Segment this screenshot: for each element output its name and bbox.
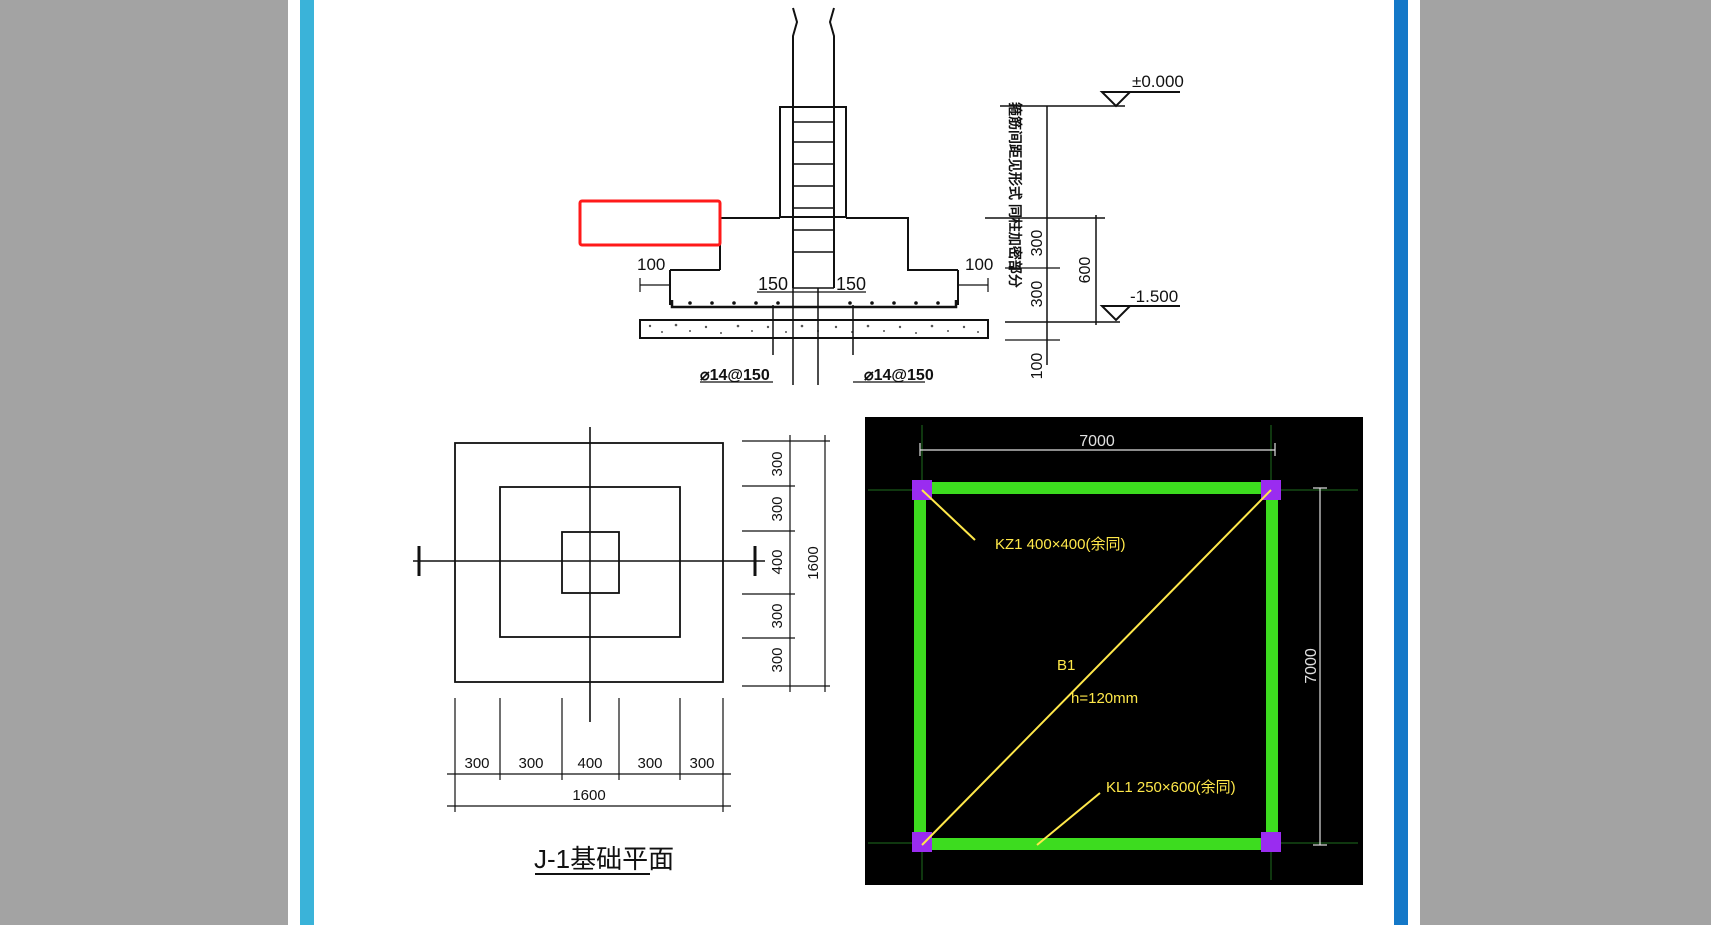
plan-bottom-dim-3: 400 bbox=[577, 755, 602, 772]
level-marker-bottom bbox=[1099, 305, 1133, 322]
plan-bottom-dim-1: 300 bbox=[464, 755, 489, 772]
dim-300-upper: 300 bbox=[1029, 230, 1046, 257]
dim-right-100: 100 bbox=[965, 255, 993, 274]
beam-top bbox=[914, 482, 1278, 494]
frame-labels: KZ1 400×400(余同) B1 h=120mm KL1 250×600(余… bbox=[995, 535, 1236, 796]
level-top-label: ±0.000 bbox=[1132, 72, 1184, 91]
plan-bottom-dim-5: 300 bbox=[689, 755, 714, 772]
slab-diagonal bbox=[921, 489, 1272, 846]
footing-step-left bbox=[719, 217, 780, 270]
level-marker-top bbox=[1099, 91, 1133, 108]
frame-beams bbox=[914, 482, 1278, 850]
dim-left-100: 100 bbox=[637, 255, 665, 274]
column-left-line bbox=[792, 7, 799, 108]
plan-right-total: 1600 bbox=[805, 546, 822, 579]
frame-plan: KZ1 400×400(余同) B1 h=120mm KL1 250×600(余… bbox=[865, 417, 1363, 885]
plan-right-dim-3: 400 bbox=[769, 549, 786, 574]
frame-top-dim: 7000 bbox=[1079, 433, 1115, 450]
highlight-box[interactable] bbox=[578, 199, 722, 247]
foundation-plan bbox=[413, 427, 830, 875]
column-right-line bbox=[828, 7, 835, 108]
beam-left bbox=[914, 482, 926, 850]
plan-bottom-total: 1600 bbox=[572, 787, 605, 804]
pedestal bbox=[779, 106, 847, 218]
plan-right-dim-4: 300 bbox=[769, 603, 786, 628]
blinding-hatch bbox=[648, 323, 979, 334]
level-bottom-label: -1.500 bbox=[1130, 287, 1178, 306]
column-leader bbox=[921, 489, 976, 541]
slab-label: B1 bbox=[1057, 657, 1075, 674]
beam-right bbox=[1266, 482, 1278, 850]
left-accent-bar bbox=[300, 0, 314, 925]
plan-right-dim-1: 300 bbox=[769, 451, 786, 476]
foundation-section bbox=[639, 7, 1180, 385]
plan-labels: 300 300 400 300 300 1600 300 300 400 300… bbox=[464, 451, 822, 874]
right-accent-bar bbox=[1394, 0, 1408, 925]
stirrups bbox=[793, 121, 834, 253]
frame-dim-labels: 7000 7000 bbox=[1079, 433, 1320, 684]
dim-left-150: 150 bbox=[758, 274, 788, 294]
dim-600: 600 bbox=[1077, 257, 1094, 284]
plan-bottom-dim-2: 300 bbox=[518, 755, 543, 772]
footing-outline-outer bbox=[454, 442, 724, 683]
column-label: KZ1 400×400(余同) bbox=[995, 535, 1125, 553]
dim-100-bottom: 100 bbox=[1029, 353, 1046, 380]
footing-step-right bbox=[846, 217, 958, 271]
rebar-right-label: ⌀14@150 bbox=[864, 367, 934, 384]
frame-leaders bbox=[921, 489, 1272, 846]
slab-thickness-label: h=120mm bbox=[1071, 690, 1138, 707]
blinding-layer bbox=[639, 319, 989, 339]
column-br bbox=[1261, 832, 1281, 852]
beam-label: KL1 250×600(余同) bbox=[1106, 778, 1236, 796]
plan-bottom-dim-4: 300 bbox=[637, 755, 662, 772]
frame-right-dim: 7000 bbox=[1303, 648, 1320, 684]
rebar-dots bbox=[688, 301, 940, 305]
rebar-left-label: ⌀14@150 bbox=[700, 367, 770, 384]
column-bl bbox=[912, 832, 932, 852]
dim-300-lower: 300 bbox=[1029, 281, 1046, 308]
plan-right-dim-5: 300 bbox=[769, 647, 786, 672]
beam-bottom bbox=[914, 838, 1278, 850]
dim-right-150: 150 bbox=[836, 274, 866, 294]
plan-title: J-1基础平面 bbox=[534, 844, 674, 874]
beam-leader bbox=[1036, 792, 1101, 846]
bottom-rebar bbox=[670, 300, 958, 309]
plan-right-dim-2: 300 bbox=[769, 496, 786, 521]
section-labels: ±0.000 -1.500 100 100 150 150 ⌀14@150 ⌀1… bbox=[637, 72, 1184, 384]
frame-dims bbox=[919, 443, 1327, 846]
stirrup-note: 箍筋间距见形式 同柱加密部分 bbox=[1007, 102, 1023, 288]
